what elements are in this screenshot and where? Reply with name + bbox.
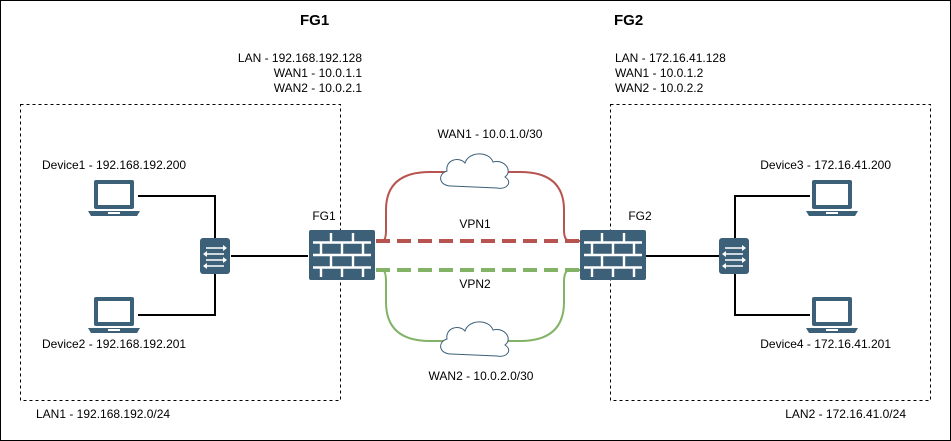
wan1-cloud-icon [440,153,510,189]
fg1-label: FG1 [312,209,336,223]
device4-label: Device4 - 172.16.41.201 [760,337,891,351]
fg1-wan1-address: WAN1 - 10.0.1.1 [274,66,363,80]
lan2-boundary [610,104,931,401]
wan2-network-label: WAN2 - 10.0.2.0/30 [429,369,534,383]
fg1-title: FG1 [300,12,329,29]
device3-label: Device3 - 172.16.41.200 [760,158,891,172]
wan1-network-label: WAN1 - 10.0.1.0/30 [438,127,543,141]
device2-label: Device2 - 192.168.192.201 [42,337,186,351]
wan2-cloud-icon [440,321,510,357]
fg2-lan-address: LAN - 172.16.41.128 [615,51,726,65]
lan2-wiring [645,195,810,316]
lan1-wiring [138,195,308,316]
vpn1-label: VPN1 [459,217,491,231]
lan2-switch-icon [718,237,750,275]
lan1-boundary [20,104,341,401]
device4-laptop-icon [806,297,858,333]
fg2-firewall-icon [578,228,648,282]
device1-laptop-icon [88,180,140,216]
device2-laptop-icon [88,297,140,333]
fg2-wan2-address: WAN2 - 10.0.2.2 [615,81,704,95]
fg1-wan2-address: WAN2 - 10.0.2.1 [274,81,363,95]
lan2-subnet-label: LAN2 - 172.16.41.0/24 [785,407,906,421]
device1-label: Device1 - 192.168.192.200 [42,158,186,172]
fg1-firewall-icon [307,228,377,282]
fg1-lan-address: LAN - 192.168.192.128 [238,51,362,65]
fg2-wan1-address: WAN1 - 10.0.1.2 [615,66,704,80]
fg2-label: FG2 [628,209,652,223]
device3-laptop-icon [806,180,858,216]
lan1-switch-icon [199,237,231,275]
fg2-title: FG2 [614,12,643,29]
lan1-subnet-label: LAN1 - 192.168.192.0/24 [36,407,170,421]
vpn2-label: VPN2 [459,277,491,291]
